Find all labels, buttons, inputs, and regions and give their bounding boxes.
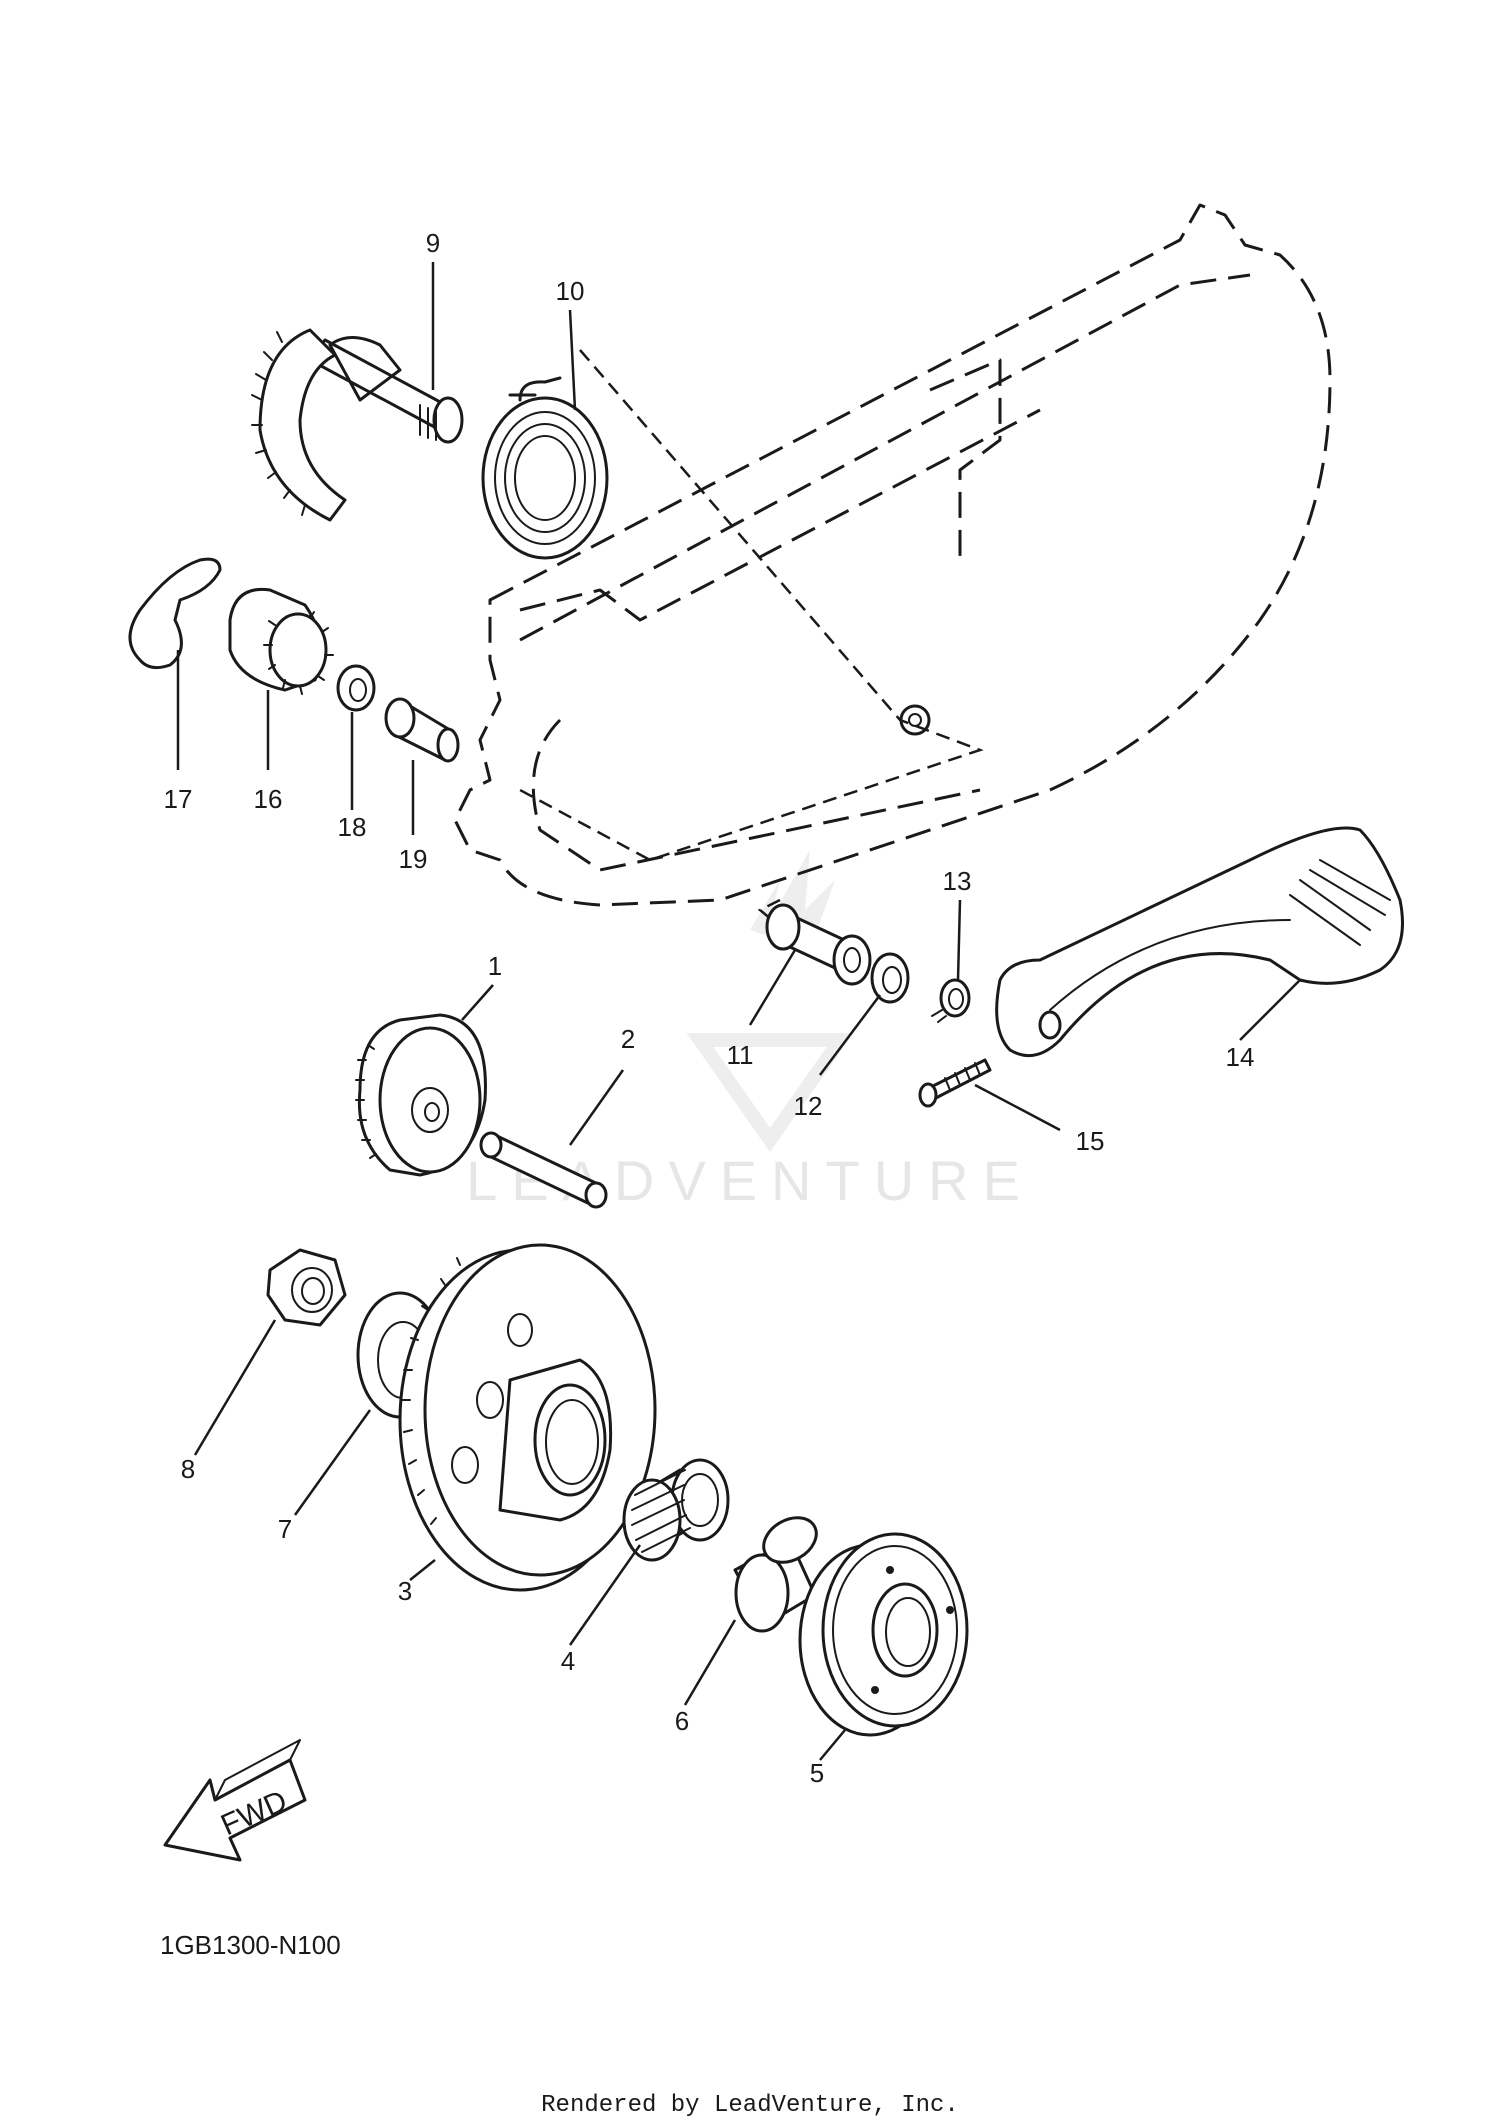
callout-9: 9: [426, 228, 440, 258]
callout-12: 12: [794, 1091, 823, 1121]
one-way-clutch-part-5: [798, 1532, 969, 1737]
callout-19: 19: [399, 844, 428, 874]
callout-7: 7: [278, 1514, 292, 1544]
collar-part-11: [765, 903, 872, 986]
needle-bearing-part-4: [622, 1458, 730, 1562]
callout-16: 16: [254, 784, 283, 814]
callout-10: 10: [556, 276, 585, 306]
callout-8: 8: [181, 1454, 195, 1484]
callout-4: 4: [561, 1646, 575, 1676]
crankcase-cover: [453, 203, 1332, 936]
callout-11: 11: [727, 1040, 754, 1070]
pinion-gear-part-16: [228, 587, 334, 695]
nut-part-8: [266, 1248, 347, 1327]
circlip-part-13: [931, 978, 971, 1023]
collar-part-6: [733, 1516, 818, 1633]
callout-17: 17: [164, 784, 193, 814]
callout-15: 15: [1076, 1126, 1105, 1156]
bolt-part-15: [918, 1058, 992, 1108]
kick-crank-part-14: [995, 826, 1404, 1058]
callout-5: 5: [810, 1758, 824, 1788]
callout-13: 13: [943, 866, 972, 896]
callout-14: 14: [1226, 1042, 1255, 1072]
fwd-arrow-icon: FWD: [163, 1739, 307, 1862]
gear-part-1: [355, 1013, 487, 1177]
leader-lines: [176, 262, 1301, 1761]
torsion-spring-part-10: [481, 376, 609, 560]
clip-part-17: [128, 557, 222, 670]
washer-part-18: [336, 664, 376, 712]
watermark: LEADVENTURE: [466, 850, 1020, 1212]
shaft-part-2: [479, 1131, 608, 1209]
render-credit: Rendered by LeadVenture, Inc.: [541, 2092, 959, 2119]
callout-2: 2: [621, 1024, 635, 1054]
callout-3: 3: [398, 1576, 412, 1606]
kick-axle-part-9: [251, 328, 464, 522]
callout-numbers: 9 10 17 16 18 19 13 1 2 11 12 15 14 8 7 …: [164, 228, 1255, 1788]
callout-18: 18: [338, 812, 367, 842]
starter-wheel-part-3: [398, 1243, 657, 1592]
callout-6: 6: [675, 1706, 689, 1736]
callout-1: 1: [488, 951, 502, 981]
diagram-code: 1GB1300-N100: [160, 1930, 341, 1960]
washer-part-12: [870, 952, 910, 1004]
collar-part-19: [384, 697, 460, 763]
